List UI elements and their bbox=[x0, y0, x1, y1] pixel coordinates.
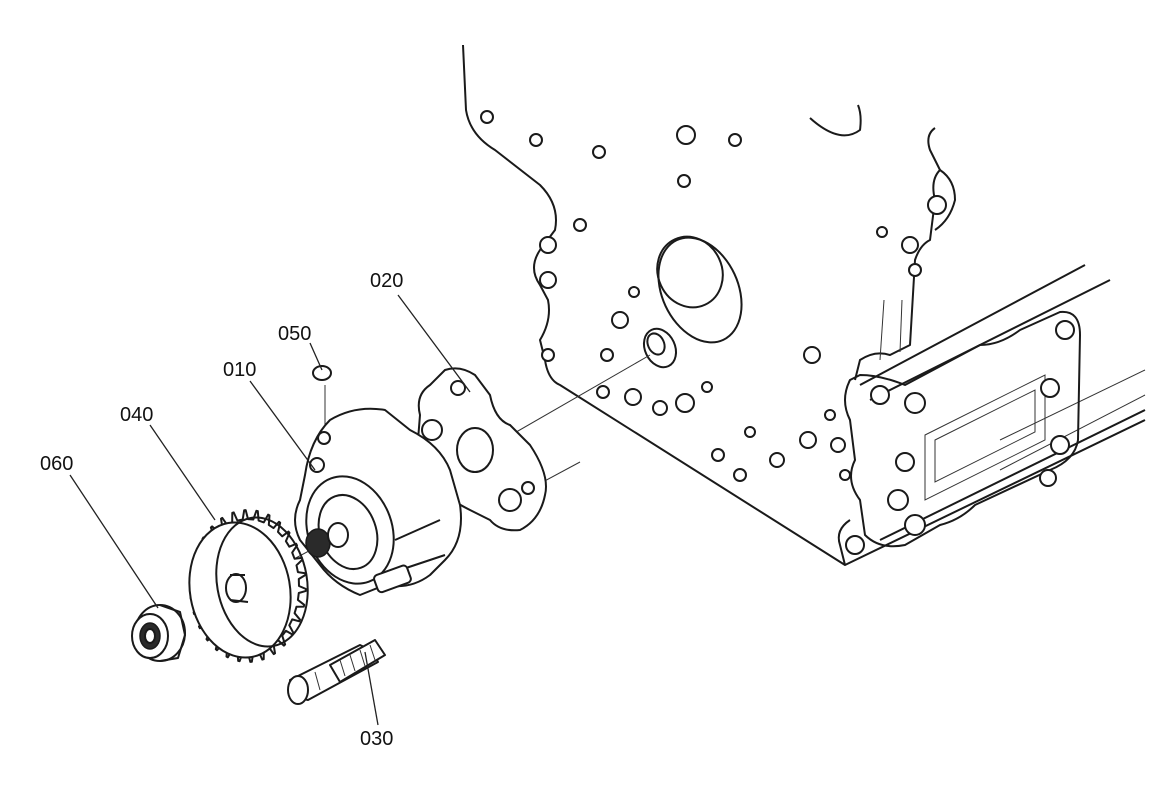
gear-040 bbox=[188, 509, 309, 663]
label-010: 010 bbox=[223, 359, 256, 381]
leader-060 bbox=[69, 474, 159, 609]
engine-block bbox=[462, 44, 1146, 566]
leader-010 bbox=[249, 380, 316, 471]
leader-030 bbox=[364, 651, 379, 726]
leader-020 bbox=[397, 294, 471, 393]
label-020: 020 bbox=[370, 270, 403, 292]
label-040: 040 bbox=[120, 404, 153, 426]
callouts: 020 050 010 040 060 030 bbox=[40, 270, 403, 750]
oil-pump-010 bbox=[294, 407, 462, 596]
label-050: 050 bbox=[278, 323, 311, 345]
leader-lines bbox=[69, 294, 471, 726]
nut-060 bbox=[131, 604, 186, 662]
label-060: 060 bbox=[40, 453, 73, 475]
leader-040 bbox=[149, 424, 216, 521]
leader-050 bbox=[309, 342, 323, 371]
bolt-030 bbox=[287, 639, 386, 705]
key-050 bbox=[312, 365, 332, 381]
label-030: 030 bbox=[360, 728, 393, 750]
